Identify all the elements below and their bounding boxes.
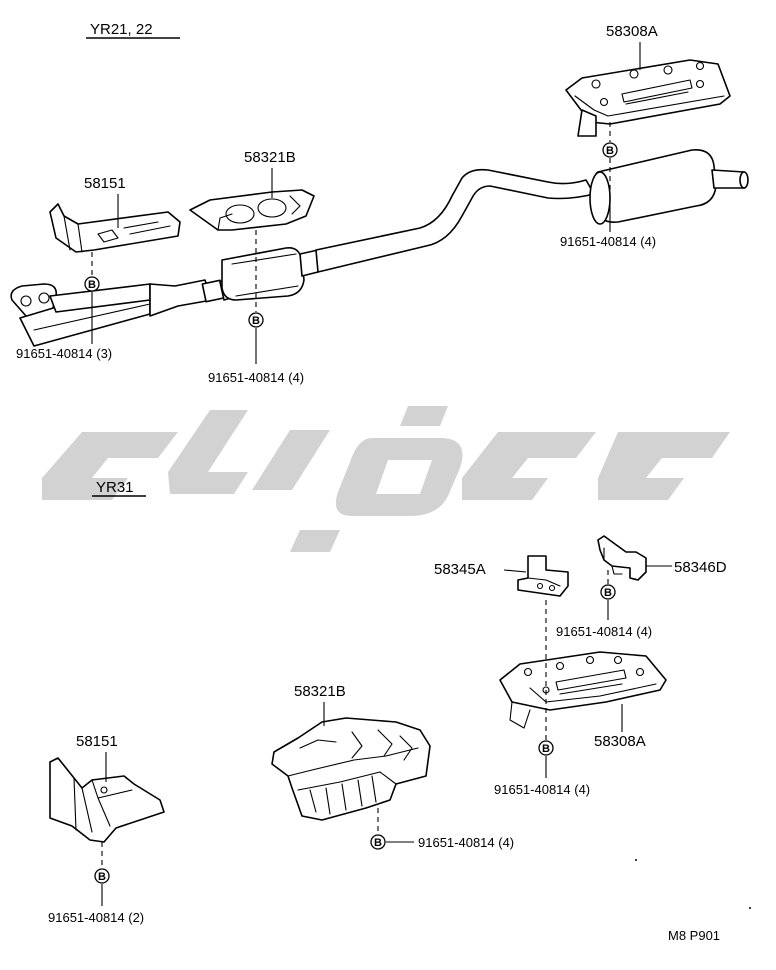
exhaust-pipe-assembly: [10, 149, 749, 347]
bolt-label-bottom-58151: 91651-40814 (2): [48, 910, 144, 925]
part-label-58346d: 58346D: [674, 559, 727, 576]
bolt-label-top-center: 91651-40814 (4): [208, 370, 304, 385]
part-label-58151-top: 58151: [84, 175, 126, 192]
bolt-symbol: B: [88, 279, 96, 291]
part-label-58308a-bottom: 58308A: [594, 733, 646, 750]
part-label-58321b-top: 58321B: [244, 149, 296, 166]
bolt-symbol: B: [98, 871, 106, 883]
watermark-logo: [42, 406, 730, 552]
part-label-58151-bottom: 58151: [76, 733, 118, 750]
bracket-58346d: 58346D: [597, 535, 727, 581]
part-label-58345a: 58345A: [434, 561, 486, 578]
bolt-callout-top-center: B 91651-40814 (4): [208, 230, 304, 385]
insulator-58151-bottom: 58151: [49, 733, 165, 843]
bolt-callout-top-muffler: B 91651-40814 (4): [560, 122, 656, 249]
bolt-label-bottom-58308a: 91651-40814 (4): [494, 782, 590, 797]
section-yr31: YR31: [92, 479, 146, 497]
insulator-58308a-bottom: 58308A: [499, 651, 667, 750]
bolt-label-top-muffler: 91651-40814 (4): [560, 234, 656, 249]
bolt-label-bracket: 91651-40814 (4): [556, 624, 652, 639]
part-label-58308a-top: 58308A: [606, 23, 658, 40]
insulator-58321b-top: 58321B: [189, 149, 315, 231]
bolt-symbol: B: [606, 145, 614, 157]
bolt-symbol: B: [252, 315, 260, 327]
bolt-callout-bottom-58151: B 91651-40814 (2): [48, 842, 144, 925]
section-title-yr31: YR31: [96, 479, 134, 496]
bolt-label-top-front: 91651-40814 (3): [16, 346, 112, 361]
part-label-58321b-bottom: 58321B: [294, 683, 346, 700]
bolt-symbol: B: [542, 743, 550, 755]
section-title-yr21-22: YR21, 22: [90, 21, 153, 38]
bolt-callout-bottom-58308a: B 91651-40814 (4): [494, 600, 590, 797]
bolt-callout-bracket: B 91651-40814 (4): [556, 570, 652, 639]
insulator-58321b-bottom: 58321B: [271, 683, 431, 821]
insulator-58151-top: 58151: [49, 175, 181, 253]
bolt-callout-top-front: B 91651-40814 (3): [16, 252, 112, 361]
reference-code: M8 P901: [668, 928, 720, 943]
bolt-symbol: B: [604, 587, 612, 599]
bolt-label-bottom-58321b: 91651-40814 (4): [418, 835, 514, 850]
bolt-callout-bottom-58321b: B 91651-40814 (4): [370, 808, 514, 850]
section-yr21-22: YR21, 22: [86, 21, 180, 39]
insulator-58308a-top: 58308A: [565, 23, 731, 137]
bolt-symbol: B: [374, 837, 382, 849]
bracket-58345a: 58345A: [434, 555, 569, 597]
